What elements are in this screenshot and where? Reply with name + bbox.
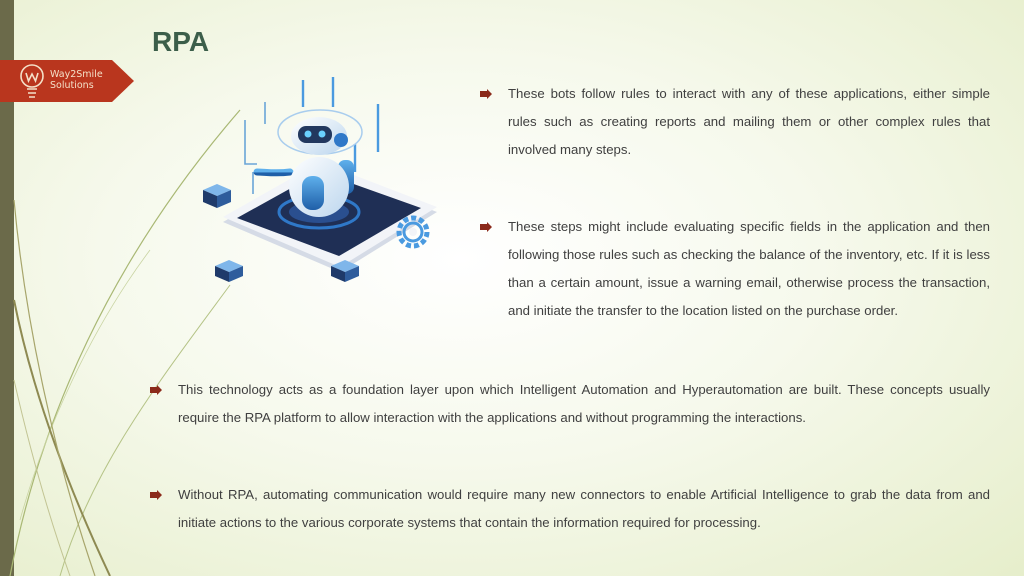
arrow-bullet-icon — [480, 89, 492, 99]
arrow-bullet-icon — [150, 490, 162, 500]
arrow-bullet-icon — [480, 222, 492, 232]
bullet-item: These bots follow rules to interact with… — [480, 80, 990, 164]
left-accent-bar — [0, 0, 14, 576]
decorative-swoosh-lines — [9, 109, 241, 576]
logo-name-line1: Way2Smile — [50, 69, 103, 80]
bullet-text: This technology acts as a foundation lay… — [178, 382, 990, 425]
bullet-text: These steps might include evaluating spe… — [508, 219, 990, 318]
robot-tablet-illustration — [203, 77, 437, 282]
bullet-item: These steps might include evaluating spe… — [480, 213, 990, 325]
bullet-item: Without RPA, automating communication wo… — [150, 481, 990, 537]
bullet-item: This technology acts as a foundation lay… — [150, 376, 990, 432]
logo-name-line2: Solutions — [50, 80, 94, 91]
bullet-text: Without RPA, automating communication wo… — [178, 487, 990, 530]
slide-title: RPA — [152, 26, 210, 57]
bullet-text: These bots follow rules to interact with… — [508, 86, 990, 157]
company-logo[interactable]: Way2Smile Solutions — [0, 60, 134, 102]
arrow-bullet-icon — [150, 385, 162, 395]
